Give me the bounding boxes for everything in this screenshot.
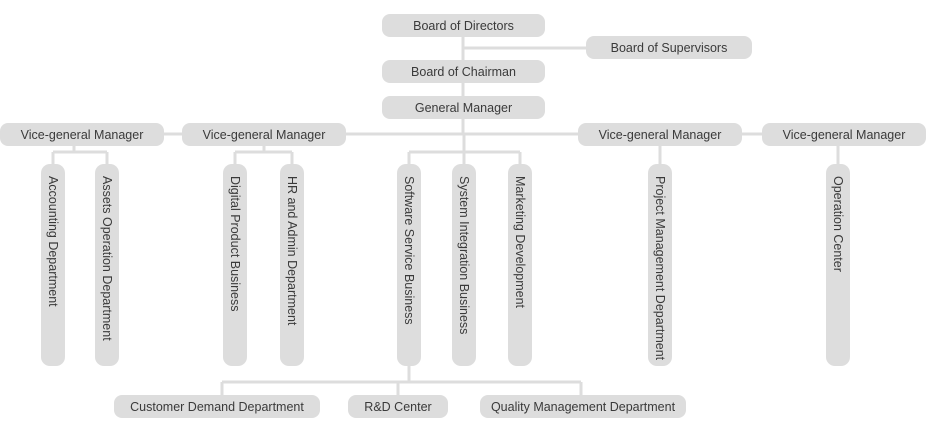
vice-manager-label: Vice-general Manager bbox=[598, 127, 722, 142]
department-label: Marketing Development bbox=[513, 176, 527, 309]
department-label: Operation Center bbox=[831, 176, 845, 272]
sub-unit-label: Quality Management Department bbox=[490, 399, 676, 414]
vice-manager-label: Vice-general Manager bbox=[782, 127, 906, 142]
department-box-system-integration: System Integration Business bbox=[452, 164, 476, 366]
board-of-directors-label: Board of Directors bbox=[413, 18, 514, 33]
sub-unit-label: R&D Center bbox=[364, 399, 432, 414]
sub-unit-box-quality-management: Quality Management Department bbox=[480, 395, 686, 418]
department-box-marketing: Marketing Development bbox=[508, 164, 532, 366]
board-of-chairman-label: Board of Chairman bbox=[411, 64, 516, 79]
department-label: Assets Operation Department bbox=[100, 176, 114, 341]
general-manager-box: General Manager bbox=[382, 96, 545, 119]
board-of-chairman-box: Board of Chairman bbox=[382, 60, 545, 83]
sub-unit-box-rd-center: R&D Center bbox=[348, 395, 448, 418]
department-label: Accounting Department bbox=[46, 176, 60, 307]
department-box-digital-product: Digital Product Business bbox=[223, 164, 247, 366]
department-label: System Integration Business bbox=[457, 176, 471, 335]
sub-unit-label: Customer Demand Department bbox=[130, 399, 304, 414]
department-label: Digital Product Business bbox=[228, 176, 242, 312]
general-manager-label: General Manager bbox=[414, 100, 513, 115]
department-box-operation-center: Operation Center bbox=[826, 164, 850, 366]
sub-unit-box-customer-demand: Customer Demand Department bbox=[114, 395, 320, 418]
department-label: HR and Admin Department bbox=[285, 176, 299, 326]
department-box-project-management: Project Management Department bbox=[648, 164, 672, 366]
department-box-assets-operation: Assets Operation Department bbox=[95, 164, 119, 366]
vice-manager-box-4: Vice-general Manager bbox=[762, 123, 926, 146]
vice-manager-label: Vice-general Manager bbox=[202, 127, 326, 142]
vice-manager-box-3: Vice-general Manager bbox=[578, 123, 742, 146]
vice-manager-box-2: Vice-general Manager bbox=[182, 123, 346, 146]
department-label: Software Service Business bbox=[402, 176, 416, 325]
department-box-software-service: Software Service Business bbox=[397, 164, 421, 366]
vice-manager-label: Vice-general Manager bbox=[20, 127, 144, 142]
vice-manager-box-1: Vice-general Manager bbox=[0, 123, 164, 146]
board-of-supervisors-box: Board of Supervisors bbox=[586, 36, 752, 59]
board-of-directors-box: Board of Directors bbox=[382, 14, 545, 37]
department-box-accounting: Accounting Department bbox=[41, 164, 65, 366]
department-label: Project Management Department bbox=[653, 176, 667, 361]
board-of-supervisors-label: Board of Supervisors bbox=[610, 40, 728, 55]
department-box-hr-admin: HR and Admin Department bbox=[280, 164, 304, 366]
